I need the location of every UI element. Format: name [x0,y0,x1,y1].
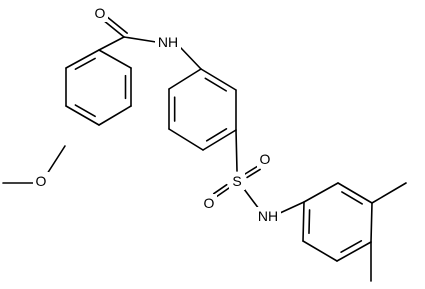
sulfur-nitrogen-bond [243,188,260,210]
carbonyl-double-bond [105,15,128,34]
dimethylphenyl-ring-bond-3 [302,240,338,262]
dimethylphenyl-ring-bond-0 [337,182,373,204]
sulfonylphenyl-ring-inner-bond-2 [205,128,228,142]
methoxy-oxygen-label: O [36,173,47,189]
amide-carbon-ring-bond [98,36,125,51]
methoxyphenyl-ring-bond-3 [65,105,100,126]
sulfonyl-oxygen-upper-atom: O [257,150,273,168]
methoxyphenyl-ring-bond-5 [65,49,100,69]
sulfonamide-nitrogen-atom: NH [255,207,281,225]
dimethylphenyl-ring-bond-2 [336,241,372,262]
methoxyphenyl-ring-inner-bond-5 [74,57,96,70]
sulfur-oxygen-upper-bond [244,165,259,175]
sulfur-oxygen-lower-double-bond [212,183,228,195]
sulfonyl-oxygen-lower-label: O [204,195,215,211]
dimethylphenyl-ring-bond-4 [302,201,305,242]
label-layer: O NH O S O O NH [33,4,281,225]
methyl-upper-bond [371,182,407,204]
dimethylphenyl-ring-inner-bond-4 [308,209,311,235]
sulfonyl-sulfur-atom: S [229,172,245,190]
dimethylphenyl-ring-inner-bond-2 [340,240,363,253]
methoxyphenyl-ring-inner-bond-3 [74,104,96,118]
carbonyl-oxygen-label: O [95,5,106,21]
sulfonylphenyl-ring-bond-5 [168,68,202,90]
dimethylphenyl-ring-bond-5 [303,182,339,203]
ring-to-sulfur-bond [235,129,238,172]
sulfonylphenyl-ring-bond-3 [168,128,204,151]
methoxyphenyl-ring-bond-2 [98,105,132,126]
dimethylphenyl-ring-bond-1 [370,202,373,243]
dimethylphenyl-ring-inner-bond-0 [341,191,363,205]
carbonyl-oxygen-atom: O [92,4,108,22]
methoxy-oxygen-atom: O [33,172,49,190]
sulfonylphenyl-ring-bond-0 [200,68,237,91]
amide-nh-label: NH [158,34,178,50]
sulfur-oxygen-lower-bond [215,187,230,198]
sulfonyl-oxygen-upper-label: O [260,151,271,167]
amide-n-ring-bond [179,46,202,70]
amide-c-n-bond [123,36,157,43]
methoxyphenyl-ring-bond-0 [98,49,132,69]
amide-nitrogen-atom: NH [155,33,181,51]
sulfonylphenyl-ring-inner-bond-0 [204,77,228,92]
sulfur-oxygen-upper-double-bond [246,168,261,179]
bond-layer [2,15,407,282]
sulfur-label: S [232,173,241,189]
sulfonylphenyl-ring-bond-2 [202,129,237,151]
carbonyl-bond [102,19,125,38]
sulfonyl-oxygen-lower-atom: O [201,194,217,212]
methoxy-ring-to-o-bond [46,145,66,175]
sulfonamide-n-ring-bond [279,201,305,214]
sulfonamide-nh-label: NH [258,208,278,224]
